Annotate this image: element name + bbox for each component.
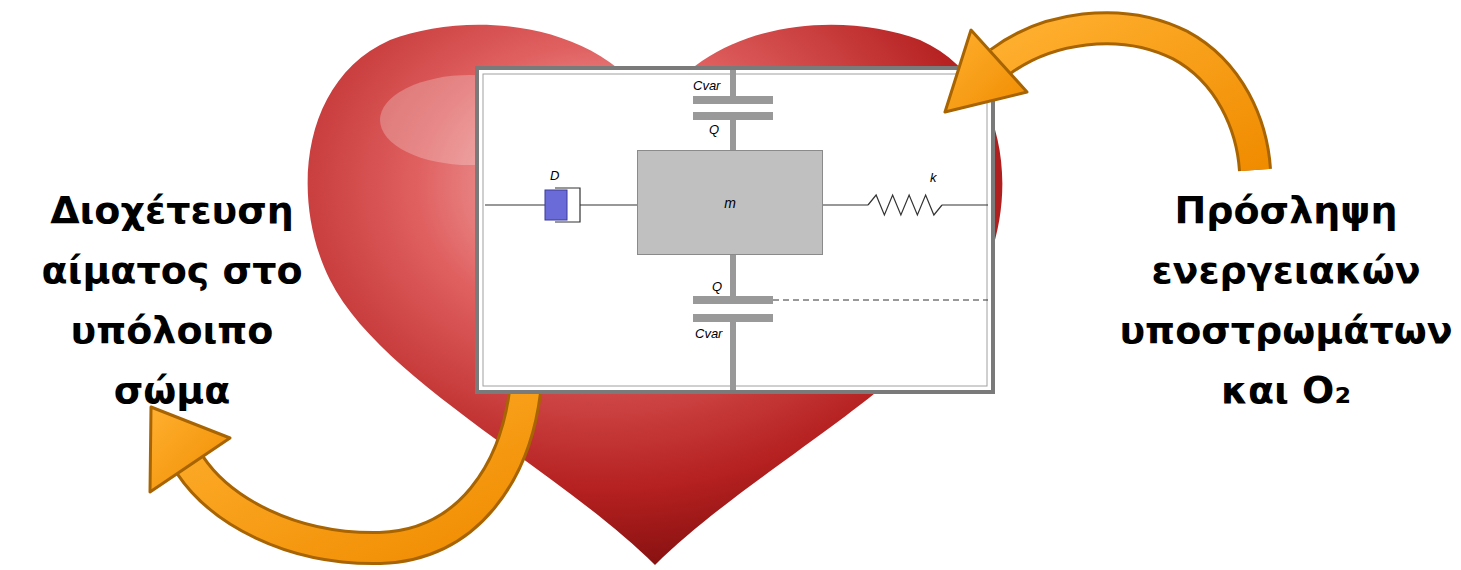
input-arrow bbox=[945, 28, 1255, 170]
dashed-line bbox=[773, 300, 988, 301]
output-arrow bbox=[150, 392, 525, 548]
input-caption: Πρόσληψη ενεργειακών υποστρωμάτων και O₂ bbox=[1118, 180, 1454, 420]
mass-label: m bbox=[724, 195, 736, 211]
output-caption: Διοχέτευση αίματος στο υπόλοιπο σώμα bbox=[12, 180, 332, 420]
spring-symbol bbox=[868, 195, 942, 215]
capacitor-plate bbox=[693, 296, 773, 304]
wire bbox=[485, 204, 545, 205]
dashpot-cylinder bbox=[555, 188, 580, 222]
mechanical-model bbox=[477, 68, 993, 392]
capacitor-stem bbox=[730, 255, 736, 296]
capacitor-stem bbox=[730, 120, 736, 150]
dashpot-piston bbox=[545, 190, 567, 220]
capacitor-plate bbox=[693, 96, 773, 104]
wire bbox=[823, 204, 868, 205]
capacitor-label: Cvar bbox=[693, 78, 720, 93]
mass-box: m bbox=[637, 150, 823, 255]
wire bbox=[580, 204, 637, 205]
capacitor-plate bbox=[693, 314, 773, 322]
capacitor-stem bbox=[730, 322, 736, 390]
wire bbox=[942, 204, 988, 205]
spring-label: k bbox=[930, 170, 937, 185]
damper-label: D bbox=[550, 168, 559, 183]
capacitor-label: Cvar bbox=[695, 326, 722, 341]
charge-label: Q bbox=[712, 279, 722, 294]
capacitor-stem bbox=[730, 70, 736, 96]
charge-label: Q bbox=[709, 122, 719, 137]
capacitor-plate bbox=[693, 112, 773, 120]
heart-shape bbox=[308, 25, 1003, 565]
